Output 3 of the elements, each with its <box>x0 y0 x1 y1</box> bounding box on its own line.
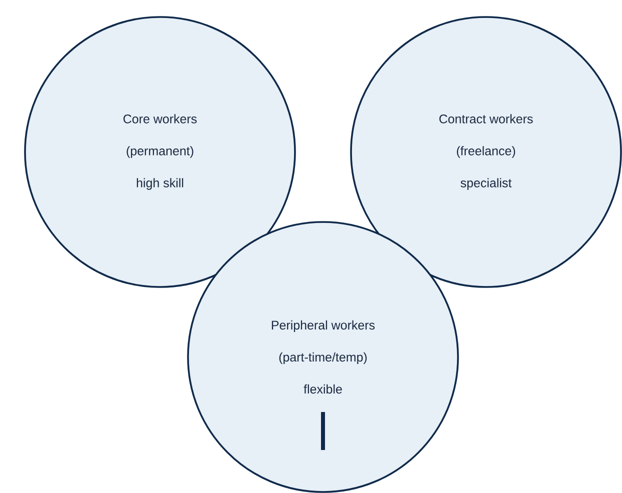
node-label: flexible <box>304 384 342 394</box>
node-label: Peripheral workers <box>272 320 375 332</box>
node-label: (part-time/temp) <box>279 352 367 364</box>
